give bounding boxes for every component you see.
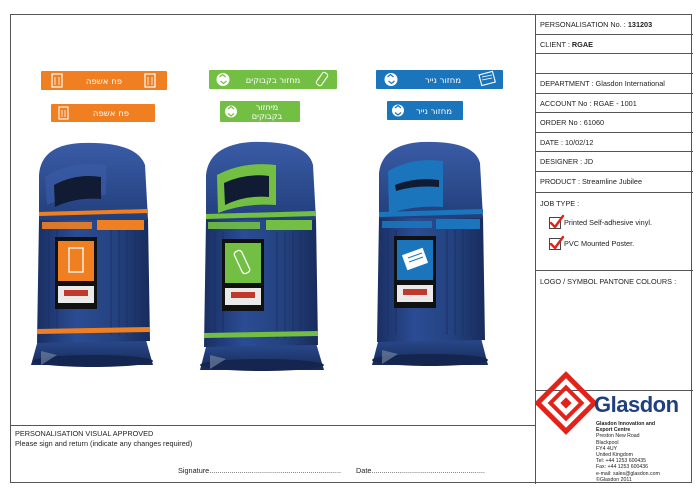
brand-company-2: Export Centre [596, 427, 631, 434]
recycle-icon [392, 104, 404, 117]
address-line: Blackpool [596, 439, 619, 446]
signature-field[interactable]: Signature...............................… [178, 466, 342, 475]
glasdon-brand-block: Glasdon Glasdon Innovation and Export Ce… [534, 365, 694, 484]
brand-tel: Tel: +44 1253 600435 [596, 458, 647, 465]
green-label-large: מחזור בקבוקים [209, 70, 337, 89]
job-option-poster: PVC Mounted Poster. [549, 235, 693, 250]
approval-date-field[interactable]: Date....................................… [356, 466, 485, 475]
vinyl-checkbox[interactable] [549, 214, 565, 229]
client-value: RGAE [571, 39, 593, 49]
product-value: Streamline Jubilee [582, 176, 643, 186]
glasdon-logo [534, 371, 598, 435]
proof-sheet: פח אשפה פח אשפה [10, 14, 694, 484]
order-label: ORDER No : [540, 118, 582, 127]
address-line: FY4 4UY [596, 445, 618, 452]
address-line: United Kingdom [596, 452, 633, 459]
paper-recycling-label: מחזור נייר [425, 76, 461, 86]
job-type-section: JOB TYPE : Printed Self-adhesive vinyl. … [536, 193, 693, 271]
recycle-icon [225, 105, 237, 118]
job-option-vinyl: Printed Self-adhesive vinyl. [549, 214, 693, 229]
orange-label-large: פח אשפה [41, 71, 167, 90]
checkmark-icon [549, 235, 565, 249]
bottle-icon [233, 249, 251, 275]
order-value: 61060 [583, 118, 605, 127]
product-field: PRODUCT :Streamline Jubilee [536, 172, 693, 193]
newspaper-icon [478, 70, 496, 87]
pantone-section: LOGO / SYMBOL PANTONE COLOURS : [536, 271, 693, 391]
bin-icon [68, 247, 84, 273]
brand-copyright: ©Glasdon 2011 [596, 476, 632, 483]
newspaper-icon [401, 247, 429, 271]
address-line: Preston New Road [596, 433, 640, 440]
bin-icon [144, 73, 156, 88]
details-panel: PERSONALISATION No. :131203 CLIENT :RGAE… [534, 15, 694, 484]
bottle-recycling-label: מחזור בקבוקים [246, 75, 301, 85]
bottle-recycling-label-line2: בקבוקים [252, 111, 283, 121]
brand-name: Glasdon [594, 392, 679, 417]
bottle-icon [315, 71, 329, 87]
paper-recycling-label: מחזור נייר [416, 107, 452, 117]
glasdon-diamond-icon [534, 371, 598, 435]
account-label: ACCOUNT No : [540, 98, 592, 108]
checkmark-icon [549, 214, 565, 228]
approval-title: PERSONALISATION VISUAL APPROVED [15, 429, 154, 438]
date-value: 10/02/12 [564, 137, 594, 147]
blue-label-small: מחזור נייר [387, 101, 463, 120]
pantone-title: LOGO / SYMBOL PANTONE COLOURS : [540, 276, 677, 286]
green-label-small: מיחזור בקבוקים [220, 101, 300, 122]
vinyl-option-label: Printed Self-adhesive vinyl. [564, 218, 653, 227]
date-label: DATE : [540, 137, 563, 147]
job-type-title: JOB TYPE : [540, 198, 580, 208]
bottle-recycling-label-line1: מיחזור [256, 102, 278, 112]
designer-field: DESIGNER :JD [536, 152, 693, 172]
poster-option-label: PVC Mounted Poster. [564, 239, 635, 248]
recycle-icon [216, 73, 230, 86]
recycle-icon [384, 73, 398, 86]
orange-label-small: פח אשפה [51, 104, 155, 122]
bin-icon [58, 106, 69, 120]
bins-visual: פח אשפה פח אשפה [31, 70, 503, 371]
approval-instruction: Please sign and return (indicate any cha… [15, 439, 193, 448]
spacer-field [536, 54, 693, 74]
bottle-recycling-bin [200, 141, 324, 371]
client-field: CLIENT :RGAE [536, 35, 693, 54]
department-value: Glasdon International [595, 79, 665, 88]
date-field: DATE :10/02/12 [536, 133, 693, 152]
general-waste-label: פח אשפה [86, 77, 122, 87]
brand-company: Glasdon Innovation and [596, 421, 656, 427]
general-waste-label: פח אשפה [93, 109, 129, 119]
department-label: DEPARTMENT : [540, 79, 594, 88]
bin-icon [51, 73, 63, 88]
personalisation-field: PERSONALISATION No. :131203 [536, 15, 693, 35]
account-value: RGAE - 1001 [593, 98, 637, 108]
product-label: PRODUCT : [540, 176, 581, 186]
general-waste-bin [31, 142, 153, 367]
brand-fax: Fax: +44 1253 600436 [596, 464, 649, 471]
brand-email: e-mail: sales@glasdon.com [596, 470, 660, 477]
approval-section: PERSONALISATION VISUAL APPROVED Please s… [11, 425, 535, 484]
personalisation-value: 131203 [627, 20, 653, 29]
department-field: DEPARTMENT :Glasdon International [536, 74, 693, 94]
designer-label: DESIGNER : [540, 157, 583, 166]
personalisation-label: PERSONALISATION No. : [540, 20, 626, 29]
order-field: ORDER No :61060 [536, 113, 693, 133]
brand-address: Glasdon Innovation and Export Centre Pre… [596, 421, 660, 483]
blue-label-large: מחזור נייר [376, 70, 503, 89]
artwork-area: פח אשפה פח אשפה [11, 15, 535, 425]
client-label: CLIENT : [540, 39, 570, 49]
designer-value: JD [584, 157, 594, 166]
poster-checkbox[interactable] [549, 235, 565, 250]
paper-recycling-bin [372, 141, 488, 366]
account-field: ACCOUNT No :RGAE - 1001 [536, 94, 693, 113]
